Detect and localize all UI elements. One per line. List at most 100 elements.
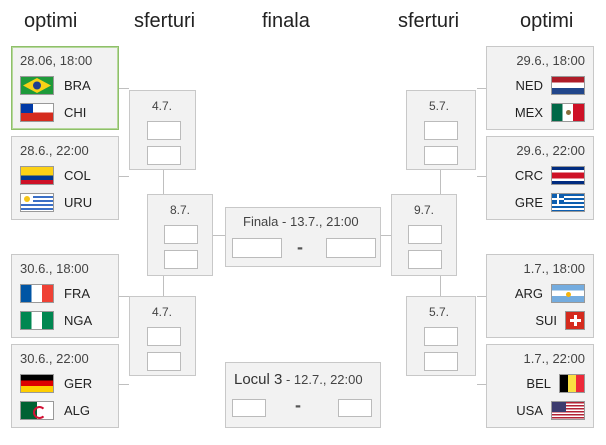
match-date: 4.7. xyxy=(152,99,173,113)
match-date: 5.7. xyxy=(429,99,450,113)
match-r16-right-2[interactable]: 29.6., 22:00 CRC GRE xyxy=(486,136,594,220)
match-r16-left-3[interactable]: 30.6., 18:00 FRA NGA xyxy=(11,254,119,338)
team-name: BEL xyxy=(526,375,551,391)
team-row: URU xyxy=(20,191,92,213)
match-qf-right-bottom[interactable]: 5.7. xyxy=(406,296,476,376)
argentina-flag-icon xyxy=(551,283,585,303)
uruguay-flag-icon xyxy=(20,192,54,212)
team-name: USA xyxy=(516,402,543,418)
score-separator: - xyxy=(295,395,301,415)
match-r16-left-1[interactable]: 28.06, 18:00 BRA CHI xyxy=(11,46,119,130)
match-date: 1.7., 18:00 xyxy=(523,261,585,276)
header-sferturi-right: sferturi xyxy=(398,10,460,32)
chile-flag-icon xyxy=(20,102,54,122)
usa-flag-icon xyxy=(551,400,585,420)
match-date: 28.6., 22:00 xyxy=(20,143,89,158)
netherlands-flag-icon xyxy=(551,75,585,95)
team-name: GER xyxy=(64,375,93,391)
connector xyxy=(440,276,441,296)
score-slot xyxy=(408,225,442,244)
match-r16-left-4[interactable]: 30.6., 22:00 GER ALG xyxy=(11,344,119,428)
match-final[interactable]: Finala - 13.7., 21:00 - xyxy=(225,207,381,267)
team-row: MEX xyxy=(515,101,585,123)
score-slot xyxy=(147,352,181,371)
germany-flag-icon xyxy=(20,373,54,393)
connector xyxy=(477,384,487,385)
connector xyxy=(163,170,164,194)
match-date: 29.6., 18:00 xyxy=(516,53,585,68)
nigeria-flag-icon xyxy=(20,310,54,330)
team-row: ARG xyxy=(515,282,585,304)
match-qf-left-bottom[interactable]: 4.7. xyxy=(129,296,196,376)
score-slot xyxy=(147,146,181,165)
match-r16-left-2[interactable]: 28.6., 22:00 COL URU xyxy=(11,136,119,220)
score-slot xyxy=(424,146,458,165)
brazil-flag-icon xyxy=(20,75,54,95)
match-qf-right-top[interactable]: 5.7. xyxy=(406,90,476,170)
team-name: ARG xyxy=(514,285,543,301)
team-row: NGA xyxy=(20,309,92,331)
match-date: 9.7. xyxy=(414,203,435,217)
third-place-date: - 12.7., 22:00 xyxy=(282,372,363,387)
connector xyxy=(477,176,487,177)
algeria-flag-icon xyxy=(20,400,54,420)
team-name: BRA xyxy=(64,77,91,93)
connector xyxy=(477,296,487,297)
switzerland-flag-icon xyxy=(565,310,585,330)
match-date: 28.06, 18:00 xyxy=(20,53,93,68)
team-row: NED xyxy=(516,74,585,96)
match-date: 30.6., 18:00 xyxy=(20,261,89,276)
match-r16-right-3[interactable]: 1.7., 18:00 ARG SUI xyxy=(486,254,594,338)
team-name: FRA xyxy=(64,285,90,301)
team-name: GRE xyxy=(514,194,543,210)
team-row: BRA xyxy=(20,74,91,96)
score-slot xyxy=(164,250,198,269)
match-r16-right-1[interactable]: 29.6., 18:00 NED MEX xyxy=(486,46,594,130)
team-row: CHI xyxy=(20,101,86,123)
connector xyxy=(163,276,164,296)
team-row: GRE xyxy=(515,191,585,213)
team-row: ALG xyxy=(20,399,90,421)
match-date: 8.7. xyxy=(170,203,191,217)
match-third-place[interactable]: Locul 3 - 12.7., 22:00 - xyxy=(225,362,381,428)
match-qf-left-top[interactable]: 4.7. xyxy=(129,90,196,170)
connector xyxy=(213,235,225,236)
match-date: 5.7. xyxy=(429,305,450,319)
connector xyxy=(381,235,391,236)
connector xyxy=(119,176,129,177)
score-slot xyxy=(232,238,282,258)
colombia-flag-icon xyxy=(20,165,54,185)
france-flag-icon xyxy=(20,283,54,303)
score-slot xyxy=(424,121,458,140)
match-date: 4.7. xyxy=(152,305,173,319)
connector xyxy=(119,88,129,89)
team-name: ALG xyxy=(64,402,91,418)
score-slot xyxy=(424,327,458,346)
mexico-flag-icon xyxy=(551,102,585,122)
third-place-title: Locul 3 xyxy=(234,371,283,388)
final-label: Finala - 13.7., 21:00 xyxy=(243,214,359,229)
match-r16-right-4[interactable]: 1.7., 22:00 BEL USA xyxy=(486,344,594,428)
match-sf-right[interactable]: 9.7. xyxy=(391,194,457,276)
connector xyxy=(119,296,129,297)
team-name: NGA xyxy=(64,312,93,328)
team-row: FRA xyxy=(20,282,90,304)
connector xyxy=(477,88,487,89)
costa-rica-flag-icon xyxy=(551,165,585,185)
score-separator: - xyxy=(297,237,303,257)
team-row: SUI xyxy=(535,309,585,331)
header-optimi-left: optimi xyxy=(24,10,78,32)
team-row: GER xyxy=(20,372,92,394)
team-name: CHI xyxy=(64,104,87,120)
connector xyxy=(119,384,129,385)
score-slot xyxy=(147,327,181,346)
team-row: COL xyxy=(20,164,91,186)
team-name: CRC xyxy=(514,167,543,183)
score-slot xyxy=(232,399,266,417)
match-sf-left[interactable]: 8.7. xyxy=(147,194,213,276)
score-slot xyxy=(147,121,181,140)
match-date: 30.6., 22:00 xyxy=(20,351,89,366)
score-slot xyxy=(408,250,442,269)
score-slot xyxy=(424,352,458,371)
score-slot xyxy=(326,238,376,258)
